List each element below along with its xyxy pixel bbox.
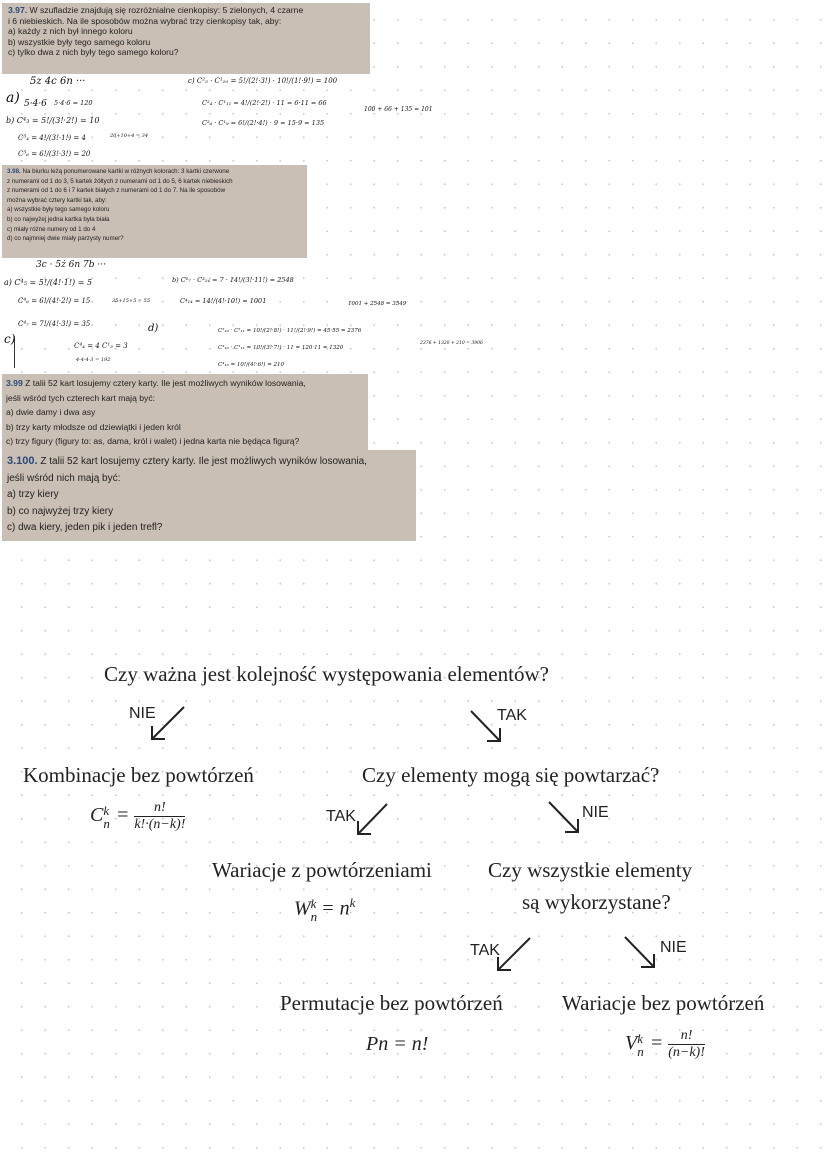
subpoint-c: c) tylko dwa z nich były tego samego kol… [8, 47, 179, 58]
handwritten-a-label: a) [6, 90, 20, 106]
handwritten-b1: b) C⁴₃ = 5!/(3!·2!) = 10 [6, 116, 100, 125]
problem-number: 3.99 [6, 378, 23, 388]
label-nie-3: NIE [660, 939, 687, 956]
problem-text: jeśli wśród tych czterech kart mają być: [6, 392, 156, 403]
subpoint-a: a) każdy z nich był innego koloru [8, 26, 133, 37]
subpoint-d: d) co najmniej dwie miały parzysty numer… [7, 235, 124, 243]
handwritten-c-sum: 100 + 66 + 135 = 101 [364, 106, 433, 113]
diagram-question-repeat: Czy elementy mogą się powtarzać? [362, 763, 660, 787]
handwritten-2-a2: C⁴₆ = 6!/(4!·2!) = 15 [18, 297, 91, 305]
formula-numerator: n! [668, 1028, 705, 1045]
subpoint-b: b) wszystkie były tego samego koloru [8, 36, 151, 47]
problem-3-98-box: 3.98. Na biurku leżą ponumerowane kartki… [2, 165, 307, 258]
handwritten-c1: c) C²₅ · C¹₁₀ = 5!/(2!·3!) · 10!/(1!·9!)… [188, 77, 338, 85]
handwritten-b2: C³₄ = 4!/(3!·1!) = 4 [18, 134, 86, 142]
handwritten-2-b1: b) C¹₇ · C³₁₄ = 7 · 14!/(3!·11!) = 2548 [172, 276, 294, 284]
formula-symbol: W [294, 897, 311, 920]
handwritten-2-c-mid: C⁴₄ = 4 C¹₃ = 3 [74, 342, 128, 350]
arrow-down-right-icon [548, 801, 579, 833]
arrow-down-left-icon [497, 937, 531, 971]
arrow-down-left-icon [151, 706, 185, 740]
problem-text: z numerami od 1 do 6 i 7 kartek białych … [7, 187, 226, 195]
diagram-question-order: Czy ważna jest kolejność występowania el… [104, 662, 549, 686]
handwritten-a-sub: 5·4·6 [24, 99, 47, 109]
problem-text: Z talii 52 kart losujemy cztery karty. I… [25, 378, 306, 388]
subpoint-a: a) trzy kiery [7, 489, 59, 501]
subpoint-b: b) co najwyżej trzy kiery [7, 505, 114, 517]
node-wariacje-z-powtorzeniami: Wariacje z powtórzeniami [212, 858, 432, 882]
handwritten-2-b-sum: 1001 + 2548 = 3549 [348, 301, 407, 307]
formula-permutacje: Pn = n! [366, 1033, 429, 1055]
handwritten-2-c-label: c) [4, 332, 16, 346]
problem-3-97-box: 3.97. W szufladzie znajdują się rozróżni… [2, 3, 370, 74]
node-wariacje-bez-powtorzen: Wariacje bez powtórzeń [562, 991, 765, 1015]
problem-text: jeśli wśród nich mają być: [7, 472, 121, 484]
subpoint-c: c) dwa kiery, jeden pik i jeden trefl? [7, 522, 163, 534]
handwritten-c2: C²₄ · C¹₁₁ = 4!/(2!·2!) · 11 = 6·11 = 66 [202, 99, 327, 107]
problem-text: W szufladzie znajdują się rozróżnialne c… [29, 5, 304, 15]
formula-numerator: n! [134, 800, 186, 817]
arrow-down-right-icon [624, 936, 655, 968]
formula-sup: k [103, 802, 110, 818]
handwritten-a-expr: 5·4·6 = 120 [54, 99, 93, 107]
problem-3-99-box: 3.99 Z talii 52 kart losujemy cztery kar… [2, 374, 368, 450]
label-tak-3: TAK [470, 942, 500, 959]
subpoint-a: a) wszystkie były tego samego koloru [7, 206, 110, 214]
formula-sub: n [103, 815, 110, 831]
label-nie-2: NIE [582, 804, 609, 821]
handwritten-header: 5z 4c 6n ··· [30, 76, 86, 87]
formula-rhs: = n [321, 897, 350, 920]
handwritten-2-d3: C⁴₁₀ = 10!/(4!·6!) = 210 [218, 362, 285, 368]
formula-denominator: (n−k)! [668, 1045, 705, 1060]
problem-text: można wybrać cztery kartki tak, aby: [7, 196, 107, 204]
problem-text: z numerami od 1 do 3, 5 kartek żółtych z… [7, 177, 233, 185]
node-permutacje: Permutacje bez powtórzeń [280, 991, 503, 1015]
subpoint-a: a) dwie damy i dwa asy [6, 407, 96, 417]
problem-text: Z talii 52 kart losujemy cztery karty. I… [40, 456, 367, 467]
handwritten-2-c-mid2: 4·4·4·3 = 192 [76, 357, 111, 363]
subpoint-c: c) miały różne numery od 1 do 4 [7, 225, 96, 233]
problem-text: Na biurku leżą ponumerowane kartki w róż… [22, 168, 230, 175]
diagram-question-all-used-1: Czy wszystkie elementy [488, 858, 693, 882]
node-kombinacje: Kombinacje bez powtórzeń [23, 763, 254, 787]
label-tak-1: TAK [497, 707, 527, 724]
subpoint-b: b) trzy karty młodsze od dziewiątki i je… [6, 421, 181, 432]
handwritten-c3: C²₆ · C¹₉ = 6!/(2!·4!) · 9 = 15·9 = 135 [202, 119, 325, 127]
formula-symbol: C [90, 804, 104, 827]
handwritten-2-a3: C⁴₇ = 7!/(4!·3!) = 35 [18, 320, 91, 328]
arrow-down-left-icon [357, 803, 388, 835]
problem-number: 3.100. [7, 455, 38, 467]
formula-denominator: k!·(n−k)! [134, 817, 186, 832]
handwritten-b3: C³₆ = 6!/(3!·3!) = 20 [18, 150, 91, 158]
handwritten-2-b2: C⁴₁₄ = 14!/(4!·10!) = 1001 [180, 297, 267, 305]
label-tak-2: TAK [326, 808, 356, 825]
handwritten-2-d2: C³₁₀ · C¹₁₁ = 10!/(3!·7!) · 11 = 120·11 … [218, 345, 344, 351]
arrow-down-right-icon [470, 710, 501, 742]
handwritten-2-c-list [14, 336, 59, 368]
problem-text: i 6 niebieskich. Na ile sposobów można w… [8, 15, 282, 26]
handwritten-2-d-label: d) [148, 323, 159, 334]
diagram-question-all-used-2: są wykorzystane? [522, 890, 671, 914]
handwritten-header-2: 3c · 5ż 6n 7b ··· [36, 260, 106, 270]
handwritten-2-d-sum: 2376 + 1320 + 210 = 3906 [420, 341, 483, 346]
handwritten-b-sum: 20+10+4 = 34 [110, 133, 149, 139]
subpoint-b: b) co najwyżej jedna kartka była biała [7, 215, 110, 223]
handwritten-2-a1: a) C⁴₅ = 5!/(4!·1!) = 5 [4, 278, 93, 287]
problem-number: 3.98. [7, 168, 21, 175]
problem-3-100-box: 3.100. Z talii 52 kart losujemy cztery k… [2, 450, 416, 541]
subpoint-c: c) trzy figury (figury to: as, dama, kró… [6, 436, 300, 446]
handwritten-2-a-sum: 35+15+5 = 55 [112, 298, 151, 304]
problem-number: 3.97. [8, 5, 28, 15]
handwritten-2-d1: C²₁₀ · C²₁₁ = 10!/(2!·8!) · 11!/(2!·9!) … [218, 328, 362, 334]
label-nie-1: NIE [129, 705, 156, 722]
